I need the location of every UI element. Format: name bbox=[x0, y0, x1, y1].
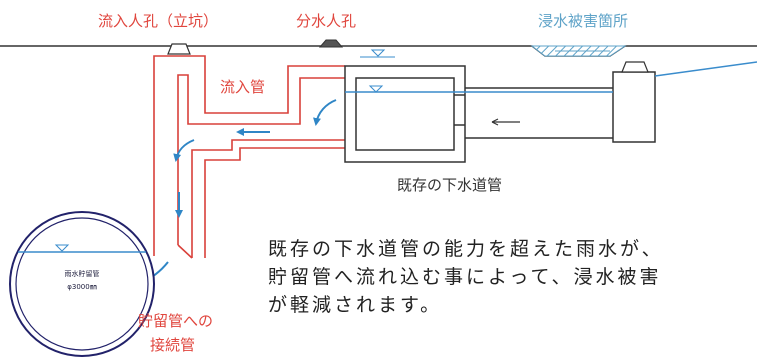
red-pipe-network bbox=[153, 55, 345, 259]
caption-line-1: 既存の下水道管の能力を超えた雨水が、 bbox=[268, 238, 664, 260]
flood-damage-area bbox=[530, 45, 627, 57]
diversion-manhole-label: 分水人孔 bbox=[296, 12, 356, 30]
flow-arrow-3 bbox=[173, 139, 195, 162]
inflow-manhole-label: 流入人孔（立坑） bbox=[98, 12, 218, 30]
flood-damage-label: 浸水被害箇所 bbox=[538, 12, 628, 30]
inflow-manhole-cover bbox=[167, 43, 191, 55]
flow-arrows bbox=[140, 99, 520, 284]
diversion-manhole bbox=[344, 65, 466, 163]
caption-line-2: 貯留管へ流れ込む事によって、浸水被害 bbox=[268, 266, 662, 288]
explanation-caption: 既存の下水道管の能力を超えた雨水が、 貯留管へ流れ込む事によって、浸水被害 が軽… bbox=[268, 235, 738, 319]
existing-sewer-label: 既存の下水道管 bbox=[397, 176, 502, 194]
caption-line-3: が軽減されます。 bbox=[268, 294, 443, 316]
storage-pipe-name: 雨水貯留管 bbox=[65, 269, 100, 278]
diversion-manhole-cover bbox=[318, 39, 395, 58]
storage-pipe-size: φ3000㎜ bbox=[67, 283, 96, 291]
water-surface bbox=[345, 61, 757, 93]
flow-arrow-1 bbox=[313, 99, 337, 126]
storage-pipe: 雨水貯留管 φ3000㎜ bbox=[9, 211, 155, 357]
downstream-manhole bbox=[612, 61, 656, 143]
connection-pipe-label-1: 貯留管への bbox=[138, 312, 213, 330]
connection-pipe-label-2: 接続管 bbox=[150, 336, 195, 354]
ground-surface bbox=[0, 45, 757, 57]
existing-sewer-pipe bbox=[454, 87, 615, 139]
inflow-pipe-label: 流入管 bbox=[220, 78, 265, 96]
